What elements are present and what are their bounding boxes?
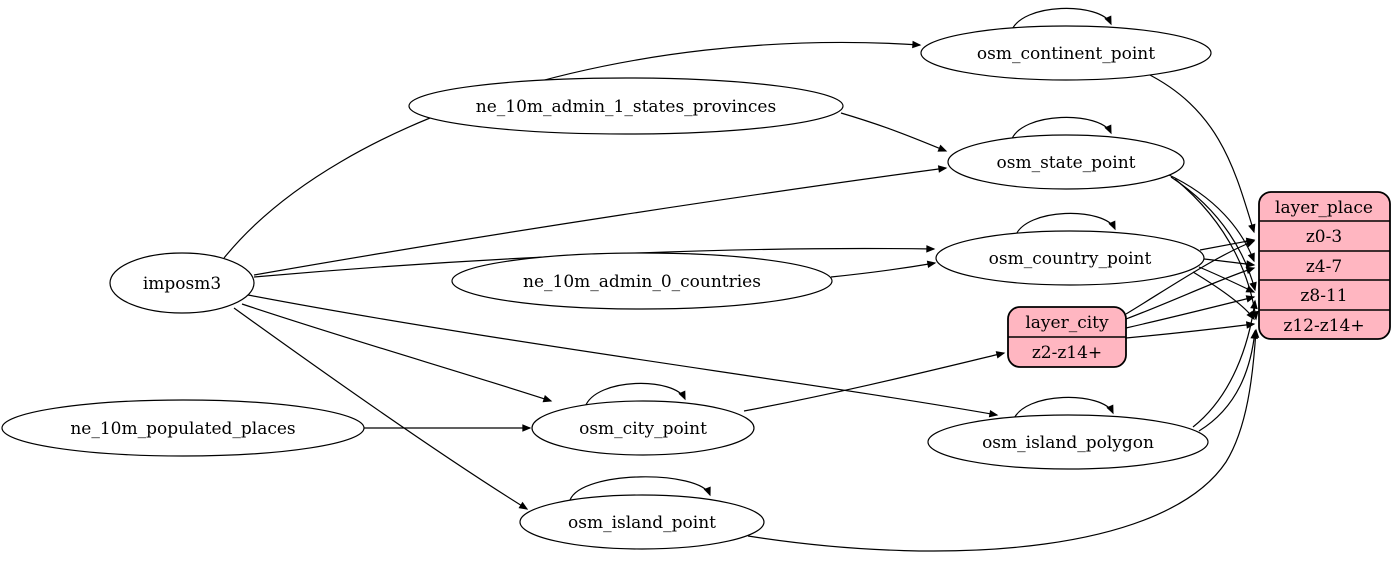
node-osm_country_point-label: osm_country_point — [989, 249, 1152, 269]
edge-ne_10m_admin_0_countries-osm_country_point — [830, 260, 937, 278]
edge-osm_island_polygon-layer_place-z8-11 — [1192, 299, 1258, 428]
edge-osm_state_point-layer_place-z4-7 — [1166, 173, 1255, 263]
self-loop-osm_country_point — [1014, 212, 1116, 238]
node-imposm3-label: imposm3 — [143, 274, 221, 294]
edge-osm_city_point-layer_city-z2-z14 — [743, 351, 1006, 412]
edge-imposm3-osm_city_point — [241, 303, 553, 403]
node-osm_country_point: osm_country_point — [935, 230, 1205, 286]
node-osm_island_point-shape — [519, 494, 765, 550]
node-ne_10m_populated_places-shape — [1, 399, 365, 457]
edges-layer — [223, 7, 1260, 552]
node-osm_continent_point-label: osm_continent_point — [977, 44, 1155, 64]
node-osm_continent_point-shape — [920, 25, 1212, 81]
node-osm_state_point-label: osm_state_point — [997, 153, 1136, 173]
self-loop-osm_island_point — [569, 476, 711, 501]
edge-layer_city-layer_place-z12-z14 — [1125, 321, 1256, 339]
node-osm_city_point: osm_city_point — [531, 400, 755, 456]
record-layer_place-row-z8-11: z8-11 — [1300, 286, 1347, 306]
node-ne_10m_admin_0_countries-shape — [451, 252, 833, 310]
self-loop-osm_city_point — [584, 382, 686, 408]
record-layer_city: layer_city z2-z14+ — [1007, 306, 1127, 368]
edge-layer_city-layer_place-z8-11 — [1125, 295, 1256, 329]
edge-osm_country_point-layer_place-z12-z14 — [1192, 271, 1255, 321]
node-osm_city_point-label: osm_city_point — [579, 419, 707, 439]
record-layer_city-title: layer_city — [1025, 313, 1109, 333]
node-osm_island_point-label: osm_island_point — [568, 513, 716, 533]
node-ne_10m_admin_0_countries-label: ne_10m_admin_0_countries — [523, 272, 761, 292]
node-imposm3-shape — [109, 252, 255, 314]
node-osm_island_polygon-label: osm_island_polygon — [982, 433, 1154, 453]
node-osm_island_polygon-shape — [927, 414, 1209, 470]
node-osm_island_polygon: osm_island_polygon — [927, 414, 1209, 470]
edge-layer_city-layer_place-z0-3 — [1125, 240, 1256, 315]
node-osm_country_point-shape — [935, 230, 1205, 286]
edge-osm_country_point-layer_place-z8-11 — [1198, 266, 1256, 293]
self-loop-osm_island_polygon — [1012, 396, 1114, 422]
nodes-layer: imposm3 ne_10m_admin_1_states_provinces … — [1, 25, 1212, 550]
node-ne_10m_admin_0_countries: ne_10m_admin_0_countries — [451, 252, 833, 310]
edge-imposm3-osm_state_point — [253, 165, 948, 276]
node-imposm3: imposm3 — [109, 252, 255, 314]
edge-layer_city-layer_place-z4-7 — [1125, 266, 1256, 320]
node-ne_10m_populated_places-label: ne_10m_populated_places — [70, 419, 295, 439]
node-ne_10m_admin_1_states_provinces: ne_10m_admin_1_states_provinces — [408, 77, 844, 135]
record-layer_city-row-z2-z14: z2-z14+ — [1032, 343, 1102, 363]
edge-osm_continent_point-layer_place-z0-3 — [1145, 72, 1256, 234]
self-loop-osm_state_point — [1010, 116, 1112, 142]
record-layer_place-box — [1258, 191, 1391, 340]
record-layer_place-title: layer_place — [1275, 198, 1373, 218]
edge-osm_island_polygon-layer_place-z12-z14 — [1198, 329, 1258, 432]
record-layer_place-row-z4-7: z4-7 — [1306, 257, 1342, 277]
edge-osm_country_point-layer_place-z4-7 — [1203, 258, 1256, 268]
node-osm_city_point-shape — [531, 400, 755, 456]
edge-imposm3-osm_continent_point — [223, 40, 922, 259]
self-loop-osm_continent_point — [1010, 7, 1112, 33]
edge-osm_state_point-layer_place-z8-11 — [1170, 176, 1257, 292]
edge-imposm3-osm_island_point — [233, 307, 529, 510]
node-osm_state_point: osm_state_point — [947, 134, 1185, 190]
node-osm_island_point: osm_island_point — [519, 494, 765, 550]
record-layer_place: layer_place z0-3 z4-7 z8-11 z12-z14+ — [1258, 191, 1391, 340]
record-layer_place-row-z12-z14: z12-z14+ — [1283, 316, 1364, 336]
node-ne_10m_populated_places: ne_10m_populated_places — [1, 399, 365, 457]
node-osm_continent_point: osm_continent_point — [920, 25, 1212, 81]
record-layer_place-row-z0-3: z0-3 — [1306, 227, 1342, 247]
node-osm_state_point-shape — [947, 134, 1185, 190]
node-ne_10m_admin_1_states_provinces-shape — [408, 77, 844, 135]
edge-imposm3-osm_island_polygon — [247, 294, 999, 418]
edge-ne_10m_admin_1_states_provinces-osm_state_point — [840, 112, 948, 152]
node-ne_10m_admin_1_states_provinces-label: ne_10m_admin_1_states_provinces — [476, 97, 776, 117]
edge-osm_island_point-layer_place-z12-z14 — [747, 328, 1260, 552]
